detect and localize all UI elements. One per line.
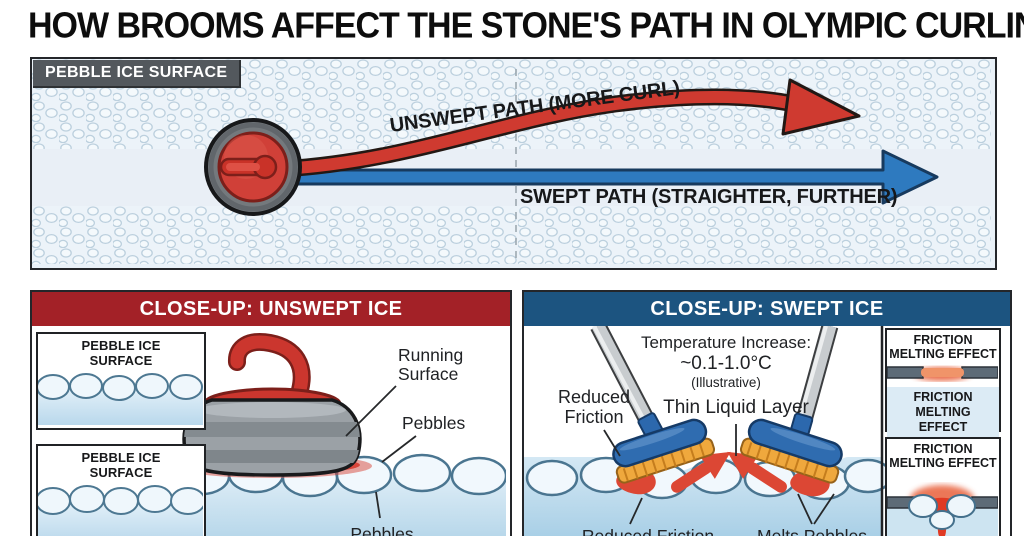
pebbles-label: Pebbles <box>402 413 466 433</box>
pebbles-caption: Pebbles <box>350 524 414 536</box>
friction-melting-label: FRICTION MELTING EFFECT <box>913 390 973 435</box>
friction-melting-label: FRICTION MELTING EFFECT <box>889 333 997 362</box>
pebble-ice-panel: PEBBLE ICE SURFACE UNSWEPT PATH (MORE CU… <box>30 57 997 270</box>
pebble-ice-surface-box-top: PEBBLE ICE SURFACE <box>36 332 206 430</box>
curling-stone-top-icon <box>204 118 302 216</box>
closeup-unswept-panel: CLOSE-UP: UNSWEPT ICE <box>30 290 512 536</box>
unswept-ice-illustration <box>172 333 506 536</box>
broom-left-icon <box>590 326 716 484</box>
friction-melting-box-bottom: FRICTION MELTING EFFECT <box>885 437 1001 536</box>
swept-path-arrow <box>282 149 939 205</box>
reduced-friction-caption: Reduced Friction <box>581 526 715 536</box>
friction-melt-scene-icon <box>886 484 999 536</box>
closeup-swept-panel: CLOSE-UP: SWEPT ICE <box>522 290 1012 536</box>
unswept-panel-header: CLOSE-UP: UNSWEPT ICE <box>32 292 510 326</box>
swept-panel-header: CLOSE-UP: SWEPT ICE <box>524 292 1010 326</box>
surface-box-label: PEBBLE ICE SURFACE <box>81 450 161 480</box>
reduced-friction-label: Reduced Friction <box>557 387 631 427</box>
broom-right-icon <box>739 326 843 484</box>
thin-liquid-layer-label: Thin Liquid Layer <box>663 397 809 418</box>
temperature-value: ~0.1-1.0°C <box>680 353 772 374</box>
swept-ice-illustration <box>524 326 893 536</box>
friction-bar-icon <box>886 366 999 381</box>
running-surface-label: Running Surface <box>398 345 464 385</box>
temperature-title: Temperature Increase: <box>640 333 812 352</box>
page-title: HOW BROOMS AFFECT THE STONE'S PATH IN OL… <box>28 6 1024 46</box>
pebble-ice-surface-box-bottom: PEBBLE ICE SURFACE <box>35 444 206 536</box>
heat-arrow-left <box>671 451 731 493</box>
friction-melting-box-top: FRICTION MELTING EFFECT FRICTION MELTING… <box>885 328 1001 439</box>
temperature-note: (Illustrative) <box>691 375 761 390</box>
pebble-ice-surface-tag: PEBBLE ICE SURFACE <box>33 60 242 88</box>
pebble-strip-icon <box>36 372 203 425</box>
melts-pebbles-caption: Melts Pebbles <box>757 526 867 536</box>
pebble-strip-icon <box>35 484 206 536</box>
unswept-path-arrow <box>281 90 796 175</box>
friction-melting-label: FRICTION MELTING EFFECT <box>889 442 997 471</box>
heat-arrow-right <box>727 451 787 493</box>
ice-path-illustration <box>32 59 991 264</box>
swept-path-label: SWEPT PATH (STRAIGHTER, FURTHER) <box>520 186 898 208</box>
surface-box-label: PEBBLE ICE SURFACE <box>81 338 161 368</box>
